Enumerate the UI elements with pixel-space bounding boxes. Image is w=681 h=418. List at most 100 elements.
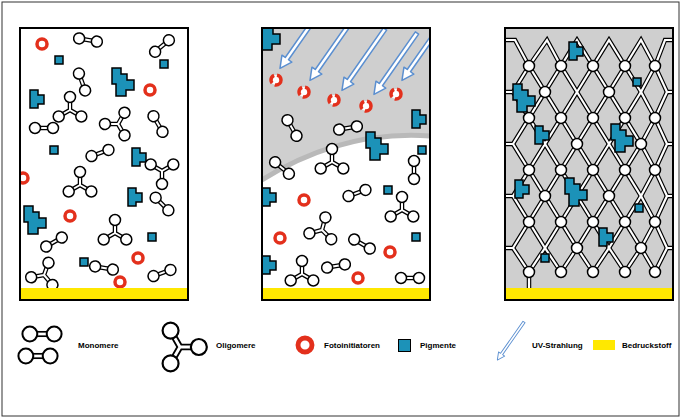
cured-ink-panel — [588, 217, 599, 228]
uncured-ink-panel — [80, 258, 88, 266]
curing-panel — [347, 232, 378, 256]
uncured-ink-panel — [147, 32, 176, 59]
curing-panel — [262, 256, 276, 274]
curing-panel — [321, 258, 351, 274]
cured-ink-panel — [620, 61, 631, 72]
curing-panel — [303, 208, 343, 246]
curing-panel — [258, 4, 450, 300]
cured-ink-panel — [635, 204, 643, 212]
uncured-ink-panel — [20, 173, 28, 183]
cured-ink-panel — [524, 61, 535, 72]
uncured-ink-panel — [112, 68, 134, 96]
legend-label: Monomere — [78, 341, 118, 351]
cured-ink-panel — [505, 288, 673, 300]
monomer-icon — [18, 349, 57, 364]
cured-ink-panel — [588, 113, 599, 124]
uncured-ink-panel — [20, 28, 188, 300]
cured-ink-panel — [588, 267, 599, 278]
curing-panel — [397, 28, 430, 84]
photoinitiator-icon — [298, 338, 312, 352]
curing-panel — [396, 273, 425, 284]
uncured-ink-panel — [39, 230, 70, 254]
cured-ink-panel — [524, 61, 661, 278]
curing-panel — [262, 28, 430, 300]
cured-ink-panel — [565, 178, 587, 206]
oligomer-icon — [163, 323, 207, 372]
curing-panel — [262, 28, 430, 300]
legend-label: Pigmente — [420, 341, 456, 351]
uv-arrow-icon — [494, 320, 527, 362]
curing-panel — [329, 95, 339, 105]
cured-ink-panel — [556, 113, 567, 124]
cured-ink-panel — [599, 228, 613, 246]
uncured-ink-panel — [20, 28, 188, 300]
uncured-ink-panel — [148, 233, 156, 241]
cured-ink-panel — [515, 180, 529, 198]
cured-ink-panel — [505, 40, 673, 290]
uncured-ink-panel — [53, 92, 87, 123]
cured-ink-panel — [505, 28, 673, 300]
curing-panel — [391, 89, 401, 99]
cured-ink-panel — [524, 113, 535, 124]
uncured-ink-panel — [98, 215, 132, 246]
cured-ink-panel — [505, 40, 673, 290]
curing-panel — [275, 233, 285, 243]
uncured-ink-panel — [20, 288, 188, 300]
legend-label: Fotoinitiatoren — [324, 341, 380, 351]
cured-ink-panel — [572, 243, 583, 254]
curing-panel — [366, 132, 388, 160]
curing-panel — [285, 256, 319, 287]
cured-ink-panel — [556, 217, 567, 228]
oligomer-icon — [163, 323, 207, 372]
cured-ink-panel — [556, 267, 567, 278]
uncured-ink-panel — [160, 60, 168, 68]
cured-ink-panel — [604, 87, 615, 98]
curing-panel — [262, 28, 430, 180]
uncured-ink-panel — [30, 90, 44, 108]
uncured-ink-panel — [89, 260, 119, 276]
cured-ink-panel — [633, 78, 641, 86]
curing-panel — [412, 110, 426, 128]
uncured-ink-panel — [63, 167, 97, 198]
curing-panel — [409, 156, 420, 185]
uncured-ink-panel — [65, 211, 75, 221]
cured-ink-panel — [505, 28, 673, 300]
curing-panel — [353, 273, 363, 283]
cured-ink-panel — [556, 61, 567, 72]
cured-ink-panel — [650, 217, 661, 228]
cured-ink-panel — [650, 267, 661, 278]
curing-panel — [385, 192, 419, 223]
curing-panel — [262, 188, 276, 206]
cured-ink-panel — [540, 191, 551, 202]
curing-panel — [280, 113, 304, 144]
cured-ink-panel — [650, 113, 661, 124]
uncured-ink-panel — [97, 100, 141, 143]
cured-ink-panel — [505, 28, 673, 300]
uncured-ink-panel — [145, 159, 179, 190]
cured-ink-panel — [588, 61, 599, 72]
curing-panel — [262, 28, 280, 50]
cured-ink-panel — [535, 126, 549, 144]
cured-ink-panel — [569, 42, 583, 60]
uncured-ink-panel — [133, 253, 143, 263]
uncured-ink-panel — [37, 39, 47, 49]
curing-panel — [299, 195, 309, 205]
uncured-ink-panel — [50, 146, 58, 154]
uncured-ink-panel — [146, 109, 170, 140]
curing-panel — [412, 233, 420, 241]
uncured-ink-panel — [132, 148, 146, 166]
cured-ink-panel — [588, 165, 599, 176]
cured-ink-panel — [505, 28, 673, 300]
curing-panel — [262, 288, 430, 300]
cured-ink-panel — [650, 61, 661, 72]
curing-panel — [361, 101, 371, 111]
curing-panel — [299, 87, 309, 97]
uncured-ink-panel — [72, 66, 92, 97]
cured-ink-panel — [620, 267, 631, 278]
uncured-ink-panel — [18, 28, 188, 300]
uv-arrow-icon — [494, 320, 527, 362]
photoinitiator-icon — [298, 338, 312, 352]
cured-ink-panel — [513, 84, 535, 112]
